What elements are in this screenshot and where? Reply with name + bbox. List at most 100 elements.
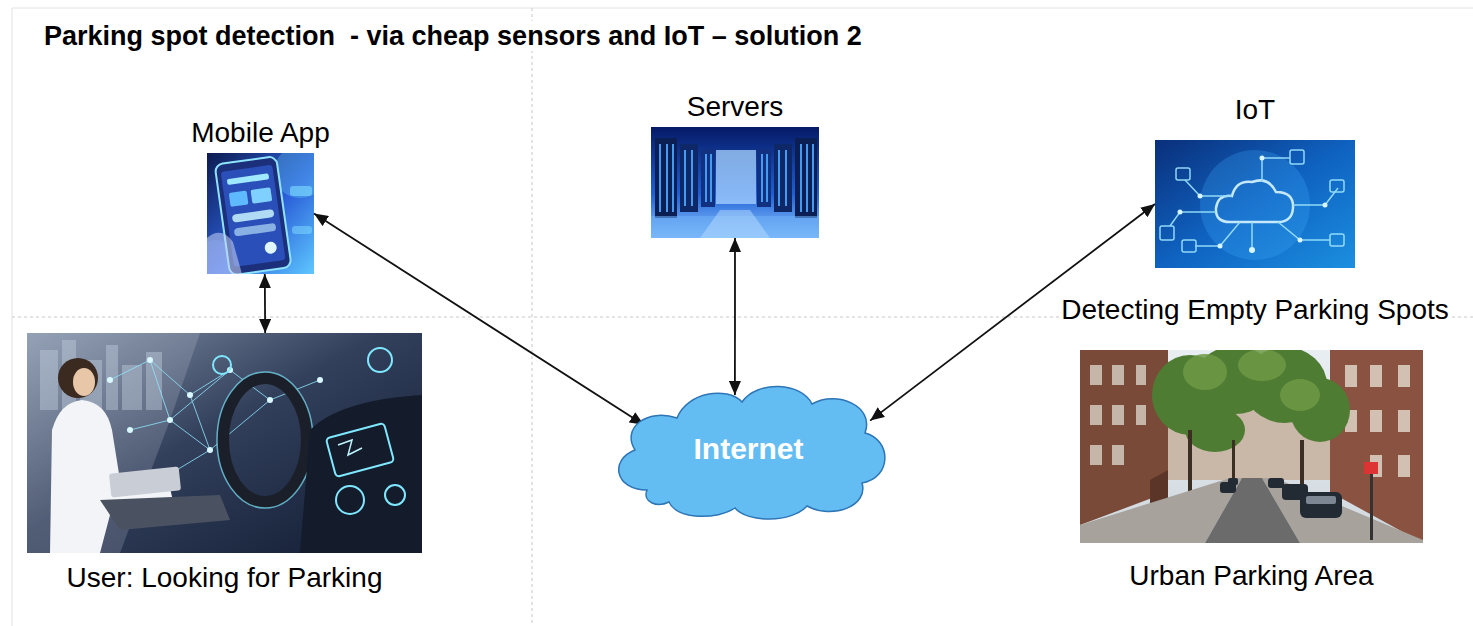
user-picture-part-part xyxy=(267,397,273,403)
urban-street-picture-part-part xyxy=(1282,484,1308,500)
mobile-app-picture-part xyxy=(290,186,312,196)
servers-picture-part-part xyxy=(812,144,814,212)
iot-picture-part-part xyxy=(1260,156,1265,161)
iot-picture-part-part xyxy=(1249,247,1255,253)
urban-street-picture-part-part xyxy=(1345,365,1357,387)
internet-cloud: Internet xyxy=(607,378,890,520)
node-label: User: Looking for Parking xyxy=(65,562,385,593)
urban-street-picture-part-part xyxy=(1183,354,1227,390)
user-picture-part xyxy=(300,395,422,553)
urban-street-picture-part-part xyxy=(1112,405,1124,425)
mobile-app-picture-part-part xyxy=(232,209,275,223)
servers-picture-part-part xyxy=(710,154,712,202)
servers-picture-part xyxy=(774,144,792,212)
servers-picture-part-part xyxy=(705,154,707,202)
node-label: IoT xyxy=(1233,94,1277,125)
urban-street-picture-part-part xyxy=(1370,410,1382,432)
connector-arrow xyxy=(314,214,644,425)
user-picture-part xyxy=(73,368,95,396)
urban-street-picture-part-part xyxy=(1112,365,1124,385)
iot-picture-part-part xyxy=(1290,150,1304,164)
urban-street-picture-part xyxy=(1183,350,1320,411)
user-picture-part-part xyxy=(150,360,230,420)
mobile-app-picture-part-part xyxy=(227,173,269,185)
urban-street-picture-part xyxy=(1345,365,1410,477)
title-block: Parking spot detection - via cheap senso… xyxy=(42,20,864,52)
user-picture-part xyxy=(223,378,307,502)
mobile-app-picture xyxy=(207,153,314,274)
user-picture-part-part xyxy=(167,417,173,423)
urban-street-picture-part-part xyxy=(1268,478,1284,488)
urban-street-picture-part xyxy=(1152,350,1350,452)
user-picture-part xyxy=(213,348,405,514)
user-picture-part-part xyxy=(107,377,113,383)
mobile-app-picture-part-part xyxy=(234,223,277,237)
user-picture-part xyxy=(217,372,313,508)
iot-picture-part-part xyxy=(1178,210,1183,215)
user-picture-part-part xyxy=(207,447,213,453)
servers-picture-part-part xyxy=(766,154,768,202)
iot-picture-part-part xyxy=(1323,203,1328,208)
urban-street-picture-part xyxy=(1090,365,1146,465)
iot-picture-part-part xyxy=(1330,180,1344,192)
urban-street-picture-part xyxy=(1364,462,1378,474)
mobile-app-picture-part-part xyxy=(251,187,273,204)
iot-picture-part-part xyxy=(1216,180,1293,222)
user-picture-part-part xyxy=(336,486,364,514)
diagram-title: Parking spot detection - via cheap senso… xyxy=(42,21,864,51)
iot-picture-part-part xyxy=(1278,222,1330,240)
node-label: Servers xyxy=(685,91,785,122)
urban-street-picture-part-part xyxy=(1090,365,1102,385)
servers-picture-part xyxy=(700,210,770,238)
label-holder: Internet xyxy=(607,378,890,520)
servers-picture-part xyxy=(651,127,819,238)
iot-picture-part-part xyxy=(1330,234,1344,246)
connector-arrow xyxy=(734,238,736,395)
user-picture-part xyxy=(338,440,362,455)
servers-picture-part-part xyxy=(659,144,661,212)
user-picture-part xyxy=(58,358,98,398)
servers-picture-part-part xyxy=(672,144,674,212)
iot-picture-part xyxy=(1160,150,1344,252)
iot-picture-part-part xyxy=(1198,194,1203,199)
urban-street-picture-part-part xyxy=(1238,350,1286,381)
mobile-app-picture-part xyxy=(292,226,312,234)
user-picture-part-part xyxy=(187,392,193,398)
urban-street-picture-part-part xyxy=(1112,445,1124,465)
iot-picture-part-part xyxy=(1185,180,1232,196)
user-picture-part-part xyxy=(368,348,392,372)
servers-picture-part xyxy=(680,144,698,212)
user-picture-part-part xyxy=(385,485,405,505)
mobile-app-picture-part xyxy=(207,233,242,274)
urban-street-picture-part-part xyxy=(1228,478,1238,485)
node-label: Internet xyxy=(693,432,803,466)
iot-picture-part-part xyxy=(1262,158,1290,182)
user-picture-part xyxy=(107,357,323,483)
urban-street-picture-part-part xyxy=(1398,365,1410,387)
iot-picture-part-part xyxy=(1160,226,1174,240)
user-node: User: Looking for Parking xyxy=(27,333,422,553)
mobile-app-picture-part-part xyxy=(229,191,249,207)
servers-picture-part-part xyxy=(691,150,693,206)
urban-street-picture-part xyxy=(1220,478,1342,518)
label-holder: Servers xyxy=(685,91,785,123)
iot-picture-part-part xyxy=(1251,222,1253,250)
servers-picture-part-part xyxy=(800,144,802,212)
label-holder: Mobile App xyxy=(189,117,332,149)
user-picture-part xyxy=(109,466,181,497)
iot-picture-part-part xyxy=(1218,244,1223,249)
mobile-app-picture-part-part xyxy=(264,241,278,255)
urban-street-picture-part xyxy=(1080,350,1423,543)
connector-arrow xyxy=(264,274,266,333)
iot-picture-part xyxy=(1178,156,1328,254)
servers-picture-part-part xyxy=(785,150,787,206)
urban-street-picture-part xyxy=(1306,496,1336,504)
user-picture-part-part xyxy=(317,377,323,383)
user-picture xyxy=(27,333,422,553)
servers-picture-part-part xyxy=(761,154,763,202)
label-holder: Urban Parking Area xyxy=(1127,560,1375,592)
urban-street-picture-part-part xyxy=(1398,455,1410,477)
node-label: Urban Parking Area xyxy=(1127,560,1375,591)
user-picture-part-part xyxy=(127,427,133,433)
urban-street-picture-part-part xyxy=(1136,365,1146,385)
